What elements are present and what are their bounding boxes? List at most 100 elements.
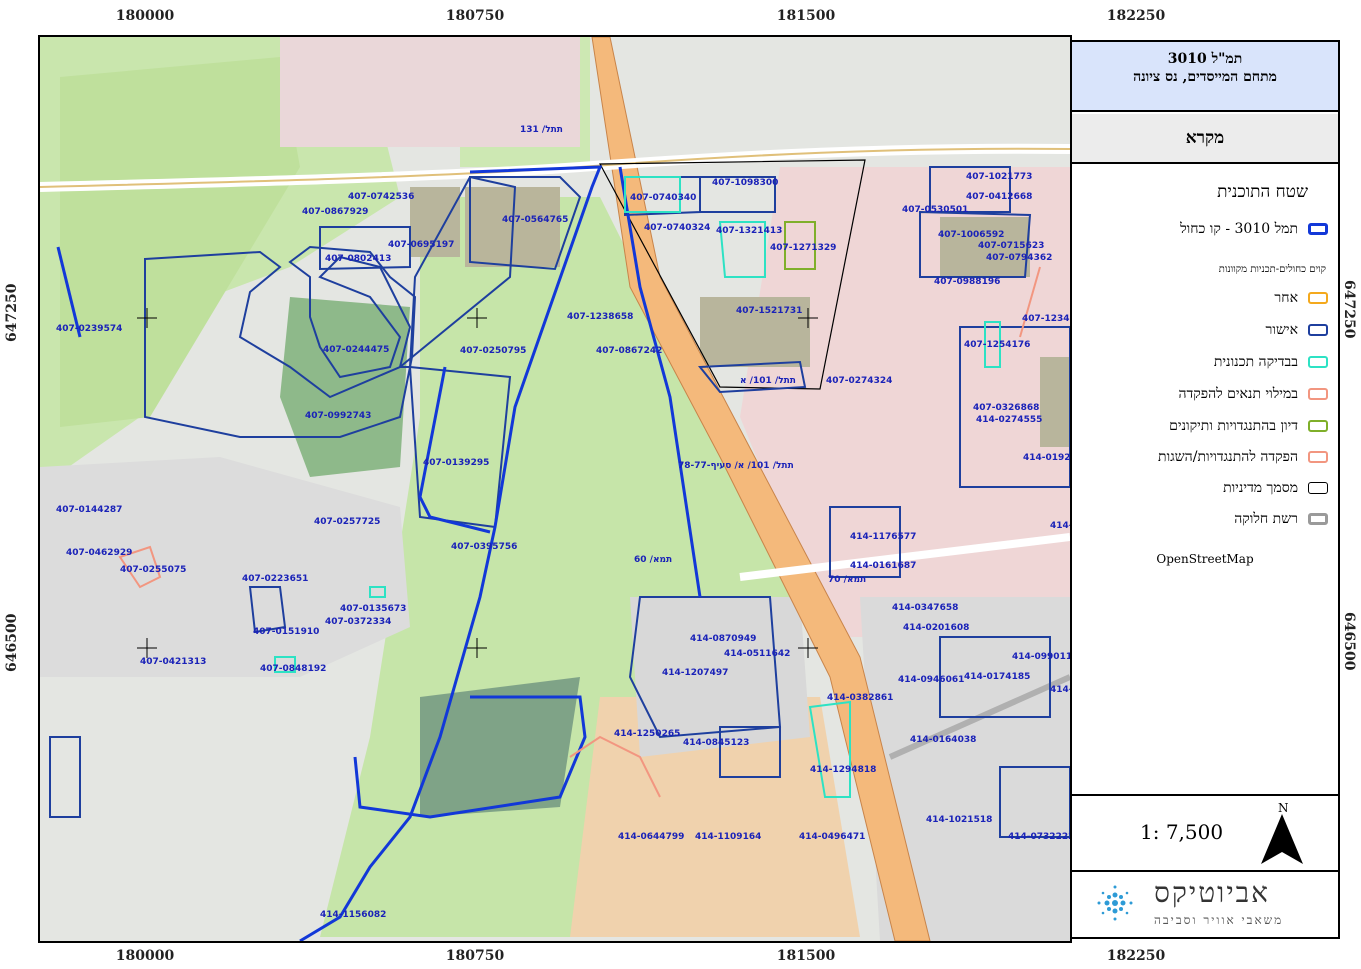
coord-bottom-1: 180000 xyxy=(115,948,175,964)
plan-label: 414-0201608 xyxy=(903,623,969,633)
coord-bottom-4: 182250 xyxy=(1106,948,1166,964)
plan-label: 407-0867242 xyxy=(596,346,662,356)
legend-swatch xyxy=(1308,482,1328,494)
legend-item: הפקדה להתנגדויות/השגות xyxy=(1108,447,1328,467)
plan-label: 414-0496471 xyxy=(799,832,865,842)
plan-label: 407-0135673 xyxy=(340,604,406,614)
plan-label: 407-0530501 xyxy=(902,205,968,215)
urban-area-north xyxy=(280,37,580,147)
legend-label: תמל 3010 - קו כחול xyxy=(1180,220,1298,237)
plan-label: 414-0274555 xyxy=(976,415,1042,425)
plan-label: 414-0174185 xyxy=(964,672,1030,682)
plan-label: 414-0644799 xyxy=(618,832,684,842)
legend-item: אישור xyxy=(1108,320,1328,340)
legend-item: במילוי תנאים להפקדה xyxy=(1108,384,1328,404)
sand-area-south xyxy=(570,697,860,937)
plan-label: 414-1021518 xyxy=(926,815,992,825)
legend-swatch xyxy=(1308,223,1328,235)
plan-label: 407-1006592 xyxy=(938,230,1004,240)
legend-swatch xyxy=(1308,324,1328,336)
field-area-west xyxy=(60,57,300,427)
plan-label: 414-0161687 xyxy=(850,561,916,571)
company-logo: אביוטיקס משאבי אוויר וסביבה xyxy=(1072,870,1338,936)
legend-swatch xyxy=(1308,388,1328,400)
plan-label: 414-1294818 xyxy=(810,765,876,775)
legend-item: דיון בהתנגדויות ותיקונים xyxy=(1108,416,1328,436)
legend-swatch xyxy=(1308,513,1328,525)
plan-label: תתל/ 101/ א/ סעיף-78-77 xyxy=(678,461,794,471)
plan-3010-blue-line[interactable] xyxy=(56,165,702,941)
legend-label: אחר xyxy=(1274,289,1298,306)
legend-swatch xyxy=(1308,451,1328,463)
highway-road xyxy=(591,37,931,941)
plan-label: 407-0139295 xyxy=(423,458,489,468)
approved-plans xyxy=(49,166,1070,838)
legend-swatch xyxy=(1308,420,1328,432)
scale-box: 1: 7,500 N xyxy=(1072,794,1338,872)
plan-label: 407-0395756 xyxy=(451,542,517,552)
residential-area-south xyxy=(630,597,810,757)
building xyxy=(940,217,1030,277)
legend-label: אישור xyxy=(1265,321,1298,338)
legend-label: הפקדה להתנגדויות/השגות xyxy=(1158,448,1298,465)
map-canvas[interactable]: תתל/ 131 407-0742536 407-0867929 407-069… xyxy=(40,37,1070,941)
legend-label: רשת חלוקה xyxy=(1234,510,1298,527)
plan-label: 414-01921 xyxy=(1023,453,1070,463)
building xyxy=(1040,357,1070,447)
north-arrow-shape xyxy=(1261,814,1303,864)
plan-label: 407-0223651 xyxy=(242,574,308,584)
existing-plans-heading: קוים כחולים-תכניות מקוונות xyxy=(1218,264,1326,275)
plan-label: 414-1156082 xyxy=(320,910,386,920)
planning-review-plans xyxy=(274,176,1001,798)
plan-area-heading: שטח התוכנית xyxy=(1217,182,1308,202)
coord-top-4: 182250 xyxy=(1106,8,1166,24)
north-arrow-icon: N xyxy=(1261,801,1303,864)
plan-label: 414-1250265 xyxy=(614,729,680,739)
plan-label: 407-1021773 xyxy=(966,172,1032,182)
forest-area-hill xyxy=(280,297,410,477)
deposit-conditions-plans xyxy=(118,266,1041,798)
plan-labels: תתל/ 131 407-0742536 407-0867929 407-069… xyxy=(56,125,1070,920)
map-frame[interactable]: תתל/ 131 407-0742536 407-0867929 407-069… xyxy=(38,35,1072,943)
plan-label: 407-0421313 xyxy=(140,657,206,667)
urban-area-southeast xyxy=(860,597,1070,941)
plan-label: 414- xyxy=(1050,685,1070,695)
plan-label: 414- xyxy=(1050,521,1070,531)
plan-label: 407-12347 xyxy=(1022,314,1070,324)
plan-label: 414-0990119 xyxy=(1012,652,1070,662)
plan-label: 407-1321413 xyxy=(716,226,782,236)
north-label: N xyxy=(1278,801,1289,815)
coord-top-2: 180750 xyxy=(445,8,505,24)
plan-label: 407-0867929 xyxy=(302,207,368,217)
plan-label: 407-0274324 xyxy=(826,376,892,386)
plan-label: 407-0740340 xyxy=(630,193,696,203)
plan-label: 414-0382861 xyxy=(827,693,893,703)
plan-label: 407-0848192 xyxy=(260,664,326,674)
policy-document-boundary xyxy=(599,159,866,390)
plan-label: 407-1098300 xyxy=(712,178,778,188)
logo-name: אביוטיקס xyxy=(1154,876,1270,909)
plan-label: 414-0511642 xyxy=(724,649,790,659)
plan-label: 407-0326868 xyxy=(973,403,1039,413)
plan-label: 414-0845123 xyxy=(683,738,749,748)
plan-label: 407-0462929 xyxy=(66,548,132,558)
plan-label: 407-0250795 xyxy=(460,346,526,356)
plan-label: 414-0164038 xyxy=(910,735,976,745)
legend-title: תמ"ל 3010 מתחם המייסדים, נס ציונה xyxy=(1072,42,1338,112)
plan-label: 414-0870949 xyxy=(690,634,756,644)
plan-label: 407-0257725 xyxy=(314,517,380,527)
legend-item: אחר xyxy=(1108,288,1328,308)
coord-bottom-2: 180750 xyxy=(445,948,505,964)
basemap-credit: OpenStreetMap xyxy=(1156,552,1254,566)
plan-label: תמא/ 60 xyxy=(634,555,672,565)
plan-label: 407-0794362 xyxy=(986,253,1052,263)
plan-label: 407-0372334 xyxy=(325,617,391,627)
plan-label: 407-0992743 xyxy=(305,411,371,421)
plan-label: תתל/ 131 xyxy=(520,125,563,135)
plan-label: 407-0151910 xyxy=(253,627,319,637)
plan-label: 407-1238658 xyxy=(567,312,633,322)
plan-label: 407-0564765 xyxy=(502,215,568,225)
plan-label: 407-1254176 xyxy=(964,340,1030,350)
legend-label: דיון בהתנגדויות ותיקונים xyxy=(1169,417,1298,434)
plan-label: 407-0412668 xyxy=(966,192,1032,202)
